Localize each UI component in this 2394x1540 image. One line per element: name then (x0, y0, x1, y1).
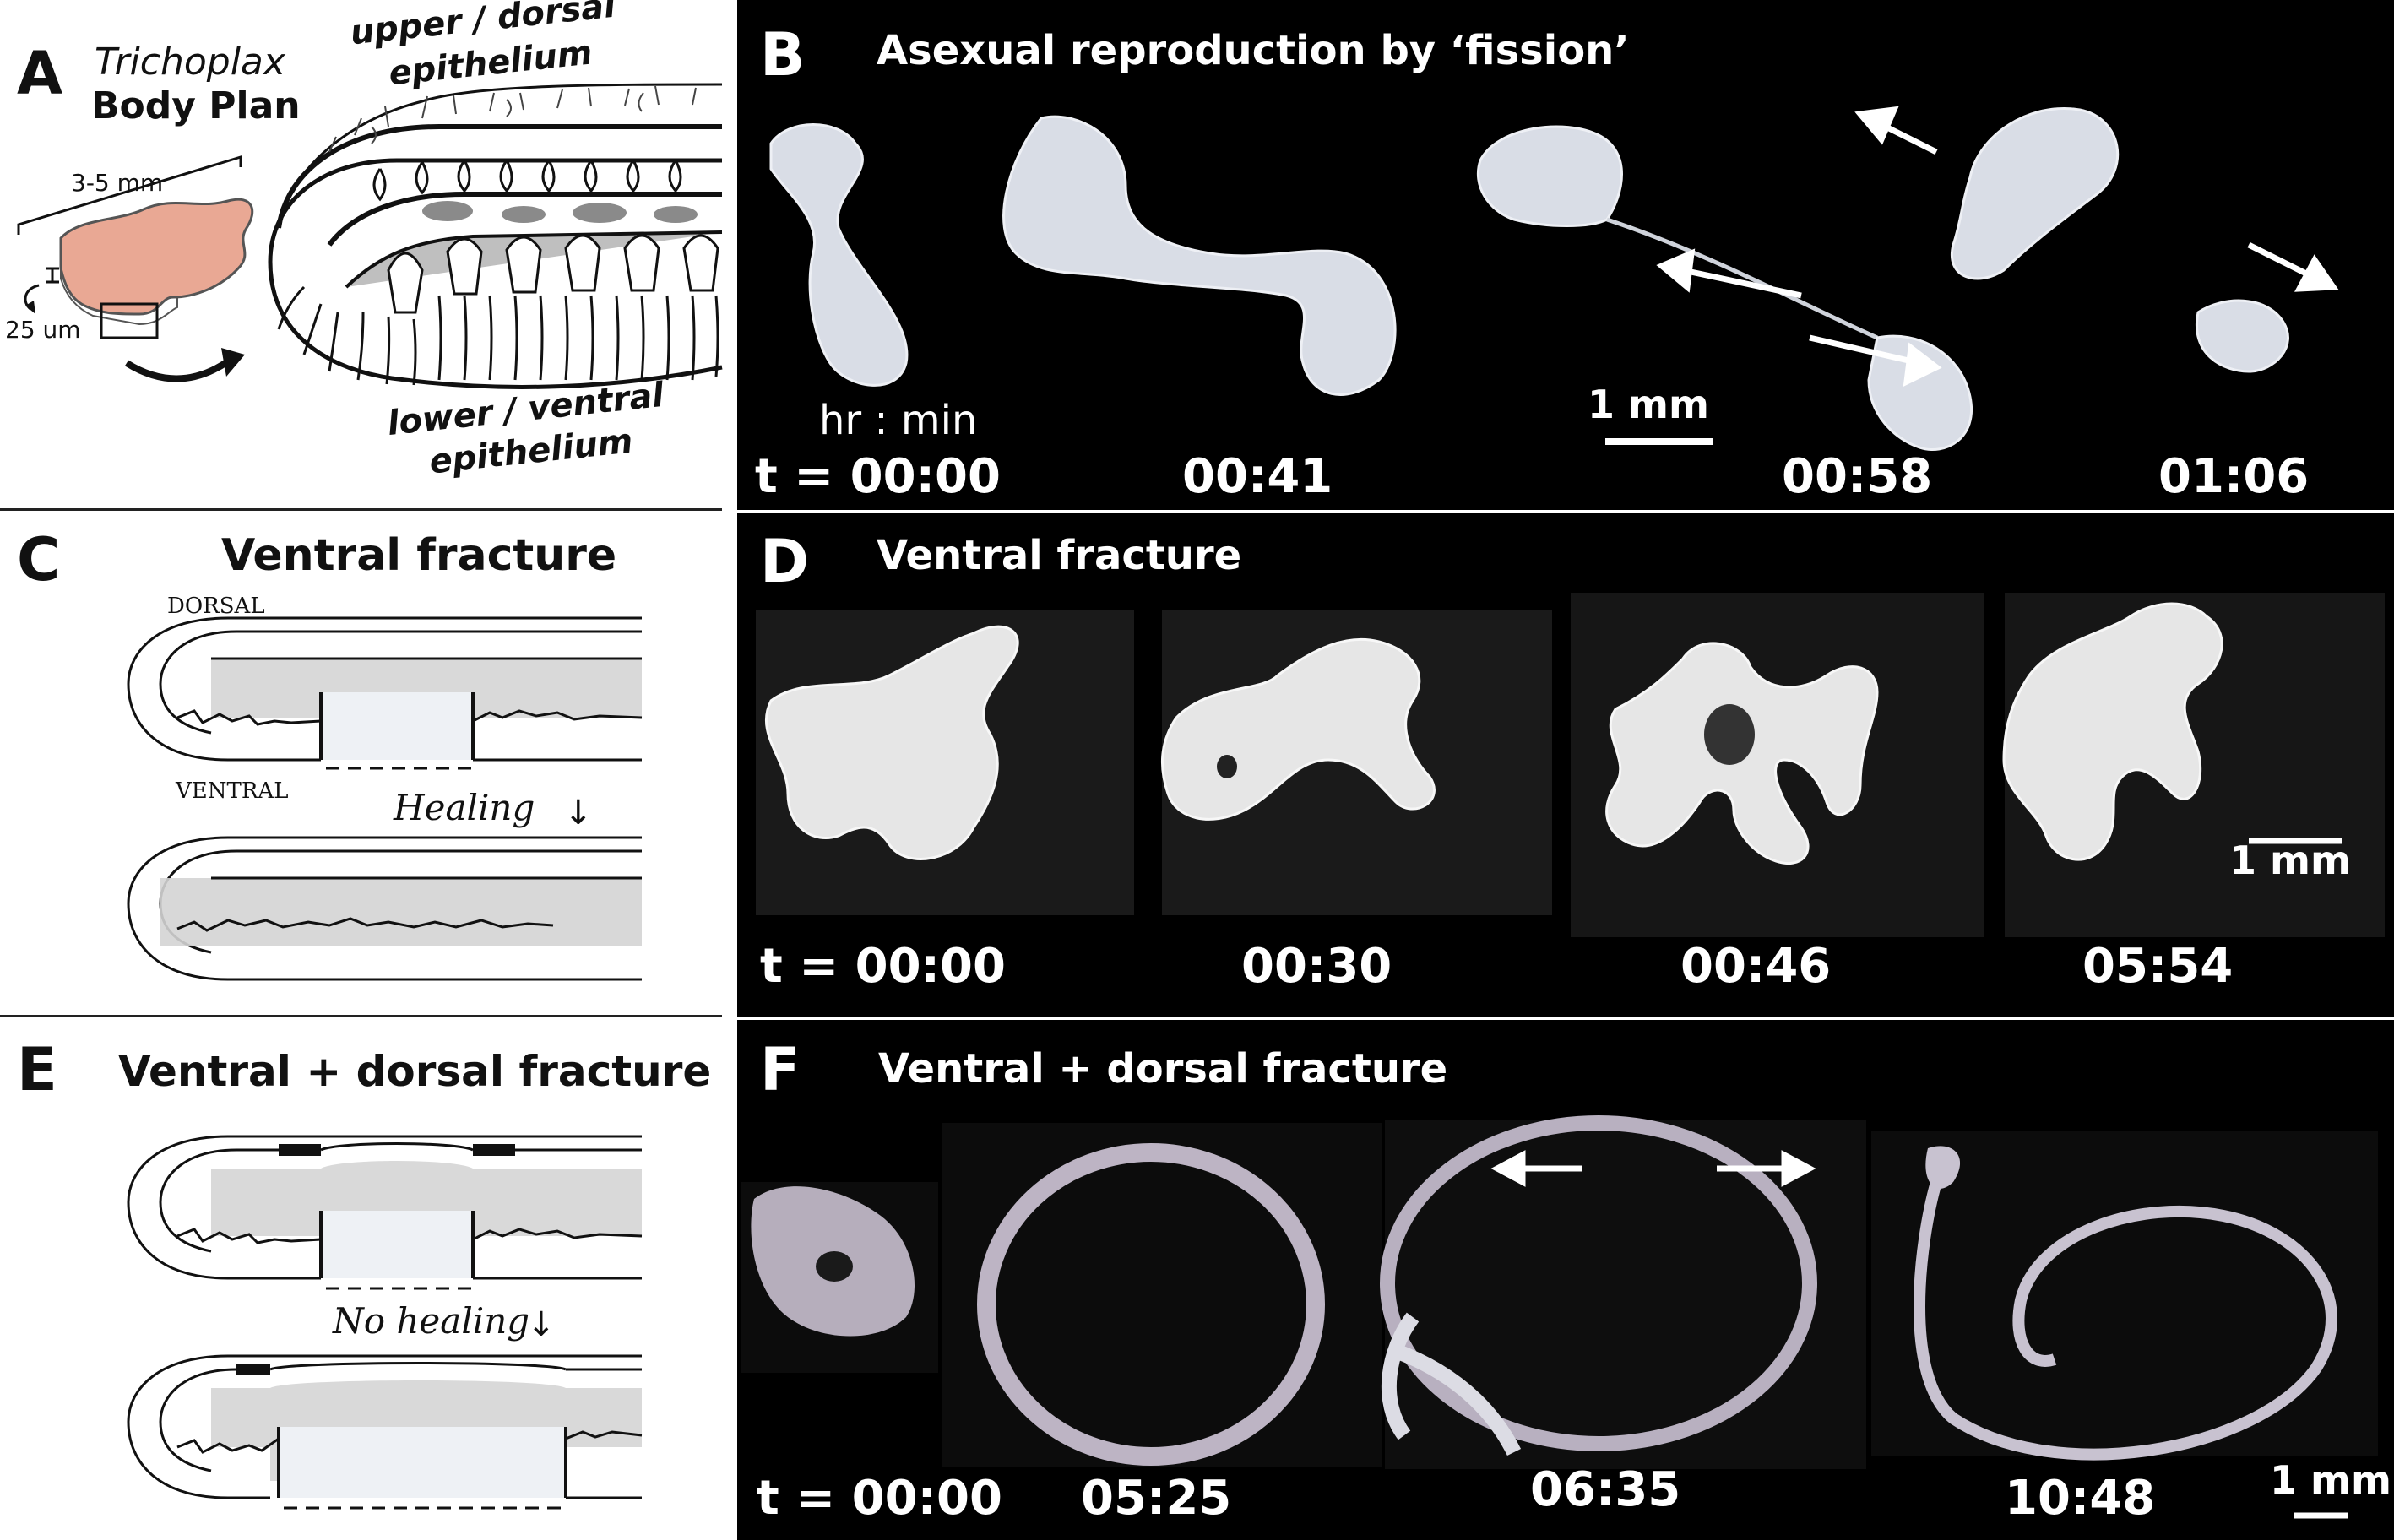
no-healing-arrow-icon: ↓ (527, 1305, 556, 1344)
right-divider-2 (737, 1017, 2394, 1020)
healing-arrow-icon: ↓ (564, 794, 593, 832)
ventral-dorsal-fracture-diagram-top (127, 1135, 643, 1290)
right-divider-1 (737, 510, 2394, 513)
panel-f-time-1: 05:25 (1081, 1471, 1232, 1526)
size-label: 3-5 mm (71, 169, 164, 197)
panel-a-title-italic: Trichoplax (95, 41, 285, 84)
panel-b-time-3: 01:06 (2158, 449, 2310, 504)
panel-f-time-3: 10:48 (2005, 1471, 2156, 1526)
dorsal-fracture-animals (751, 1115, 2348, 1519)
time-unit-label: hr : min (819, 397, 978, 444)
panel-f-time-0: t = 00:00 (757, 1471, 1002, 1526)
panel-b-time-2: 00:58 (1782, 449, 1933, 504)
size-bracket-diagram (17, 155, 254, 382)
thickness-label: 25 um (5, 316, 81, 344)
panel-b-time-1: 00:41 (1182, 449, 1333, 504)
panel-d-time-0: t = 00:00 (760, 939, 1006, 994)
panel-c-letter: C (17, 525, 61, 594)
left-divider-2 (0, 1015, 722, 1017)
dorsal-label: DORSAL (167, 594, 265, 619)
ventral-fracture-animals (765, 602, 2342, 865)
panel-f-letter: F (760, 1035, 801, 1104)
healing-label: Healing (394, 787, 535, 828)
panel-e-title: Ventral + dorsal fracture (118, 1047, 712, 1096)
panel-d-time-3: 05:54 (2082, 939, 2234, 994)
panel-d-title: Ventral fracture (877, 532, 1242, 579)
panel-f-title: Ventral + dorsal fracture (878, 1045, 1448, 1093)
fission-photo-sequence (769, 106, 2339, 451)
panel-b-time-0: t = 00:00 (755, 449, 1001, 504)
ventral-fracture-diagram-top (127, 616, 643, 770)
panel-d-scale-bar-label: 1 mm (2229, 838, 2351, 883)
ventral-fracture-diagram-healed (127, 836, 642, 981)
panel-d-letter: D (760, 527, 810, 596)
panel-b-scale-bar-label: 1 mm (1588, 382, 1709, 427)
ventral-dorsal-fracture-diagram-unhealed (127, 1354, 643, 1510)
panel-b-letter: B (760, 20, 806, 89)
cross-section-diagram (268, 83, 723, 389)
panel-a-letter: A (17, 39, 63, 108)
panel-f-time-2: 06:35 (1530, 1462, 1681, 1517)
no-healing-label: No healing (333, 1300, 530, 1342)
panel-d-time-1: 00:30 (1241, 939, 1392, 994)
left-divider-1 (0, 508, 722, 511)
panel-a-title-bold: Body Plan (91, 84, 301, 127)
panel-e-letter: E (17, 1035, 57, 1104)
panel-c-title: Ventral fracture (221, 530, 617, 581)
dorsal-fracture-photo-4 (1871, 1131, 2378, 1456)
ventral-label: VENTRAL (176, 778, 289, 804)
panel-b-title: Asexual reproduction by ‘fission’ (877, 27, 1630, 74)
panel-d-time-2: 00:46 (1680, 939, 1832, 994)
panel-f-scale-bar-label: 1 mm (2270, 1457, 2391, 1503)
